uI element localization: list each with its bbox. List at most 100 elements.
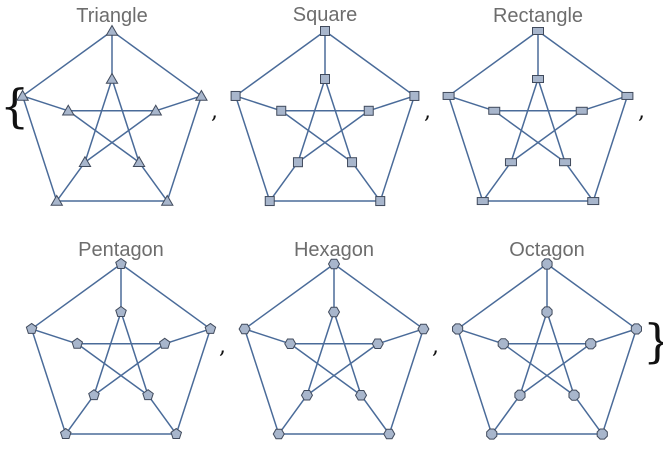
graph-edge [65,394,95,435]
graph-panel-hexagon: Hexagon [238,239,430,440]
graph-edge [581,95,628,112]
graph-vertex-rectangle [559,158,572,167]
graph-edge [388,328,425,435]
graph-edge [306,343,379,396]
graph-vertex-octagon [497,338,509,350]
graph-vertex-hexagon [327,306,341,318]
graph-vertex-triangle [78,155,92,167]
graph-edge [243,328,280,435]
graph-edge [333,263,424,330]
graph-vertex-hexagon [371,338,384,350]
graph-edge [147,394,177,435]
graph-vertex-octagon [452,323,464,335]
panel-title: Square [293,4,358,26]
graph-edge [67,110,140,163]
graph-vertex-triangle [160,194,174,206]
graph-edge [590,328,637,345]
graph-panel-triangle: Triangle [16,5,208,206]
graph-vertex-pentagon [25,322,38,334]
graph-edge [546,263,637,330]
comma-separators: , , , , , [211,99,645,359]
graph-vertex-pentagon [71,337,84,349]
graph-panel-square: Square [230,4,420,207]
graph-edge [510,110,583,163]
graph-edge [537,78,566,163]
graph-edge [510,78,539,163]
graph-vertex-triangle [132,155,146,167]
graph-edge [289,343,362,396]
graph-edge [519,311,548,396]
graph-edge [120,263,211,330]
graph-edge [269,161,299,202]
graph-edge [120,311,149,396]
graph-vertex-triangle [61,104,75,116]
graph-edge [377,328,424,345]
graph-edge [519,343,592,396]
graph-edge [166,95,203,202]
graph-edge [93,311,122,396]
graph-vertex-square [409,90,420,101]
graph-edge [155,95,202,112]
graph-panel-rectangle: Rectangle [442,5,634,206]
open-brace: { [0,79,29,133]
graph-edge [456,328,493,435]
graph-vertex-triangle [105,24,119,36]
graph-vertex-triangle [16,89,30,101]
graph-edge [457,328,504,345]
graph-vertex-pentagon [115,305,127,317]
graph-vertex-square [320,74,330,84]
graph-edge [76,343,149,396]
graph-edge [592,95,629,202]
graph-edge [493,110,566,163]
graph-vertex-rectangle [488,106,501,115]
graph-edge [447,95,484,202]
separator-comma: , [219,334,226,359]
graph-edge [244,328,291,345]
graph-edge [111,30,202,97]
graph-vertex-octagon [486,428,498,440]
panel-title: Rectangle [493,5,583,27]
graph-vertex-octagon [596,428,608,440]
graph-edge [111,78,140,163]
graph-edge [278,394,308,435]
graph-edge [175,328,212,435]
graph-edge [537,30,628,97]
graph-edge [448,95,495,112]
graph-vertex-square [230,90,241,101]
graph-edge [601,328,638,435]
graph-edge [93,343,166,396]
graph-vertex-hexagon [417,323,430,335]
graph-vertex-hexagon [272,428,285,440]
graph-vertex-rectangle [442,91,455,100]
graph-vertex-rectangle [575,106,588,115]
graph-edge [138,161,168,202]
graph-edge [306,311,335,396]
graph-vertex-rectangle [476,197,489,206]
graph-edge [30,328,67,435]
graph-edge [448,30,539,97]
graph-edge [244,263,335,330]
graph-edge [457,263,548,330]
graph-vertex-square [292,157,303,168]
graph-vertex-triangle [194,89,208,101]
graph-edge [164,328,211,345]
graph-vertex-hexagon [354,389,368,401]
graph-vertex-pentagon [115,257,127,269]
panel-title: Pentagon [78,239,164,261]
graph-vertex-rectangle [532,27,544,35]
separator-comma: , [432,334,439,359]
graph-vertex-pentagon [59,427,72,439]
graph-edge [379,95,416,202]
graph-edge [22,95,69,112]
graph-vertex-octagon [541,258,553,270]
graph-vertex-square [264,196,275,207]
graph-edge [235,30,326,97]
graph-edge [502,343,575,396]
graph-vertex-octagon [585,338,597,350]
graph-vertex-pentagon [88,389,100,401]
panel-title: Hexagon [294,239,374,261]
graph-vertex-square [320,26,330,36]
graph-vertex-triangle [105,72,119,84]
graph-panel-pentagon: Pentagon [25,239,217,439]
